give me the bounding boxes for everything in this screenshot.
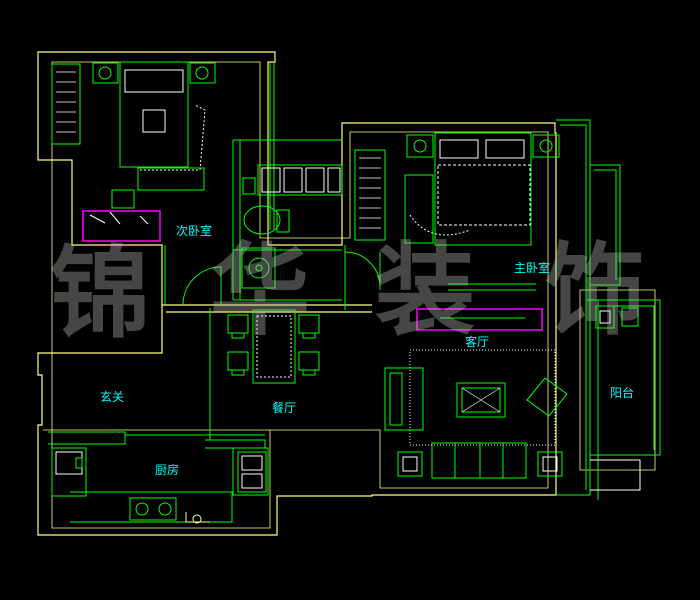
living-room-furniture bbox=[384, 349, 568, 479]
interior-walls bbox=[48, 62, 661, 523]
watermark-char-1: 锦 bbox=[50, 234, 150, 352]
second-bedroom-furniture bbox=[51, 61, 216, 225]
label-balcony: 阳台 bbox=[610, 386, 635, 400]
second-bedroom-desk bbox=[82, 210, 161, 242]
balcony-fixtures bbox=[590, 305, 641, 491]
label-entrance: 玄关 bbox=[100, 390, 125, 404]
kitchen-fixtures bbox=[51, 447, 267, 524]
watermark-char-3: 装 bbox=[375, 231, 475, 349]
label-second-bedroom: 次卧室 bbox=[176, 224, 213, 238]
dining-furniture bbox=[227, 309, 320, 384]
label-master-bedroom: 主卧室 bbox=[514, 261, 551, 275]
label-dining-room: 餐厅 bbox=[272, 401, 297, 415]
doors bbox=[182, 251, 381, 306]
bathroom-fixtures bbox=[241, 164, 343, 289]
master-bedroom-furniture bbox=[354, 132, 560, 291]
watermark-char-4: 饰 bbox=[545, 231, 645, 349]
living-room-tv-cabinet bbox=[416, 308, 543, 331]
label-kitchen: 厨房 bbox=[155, 463, 180, 477]
label-living-room: 客厅 bbox=[465, 335, 490, 349]
watermark-char-2: 华 bbox=[210, 231, 310, 349]
outer-walls bbox=[37, 51, 656, 536]
